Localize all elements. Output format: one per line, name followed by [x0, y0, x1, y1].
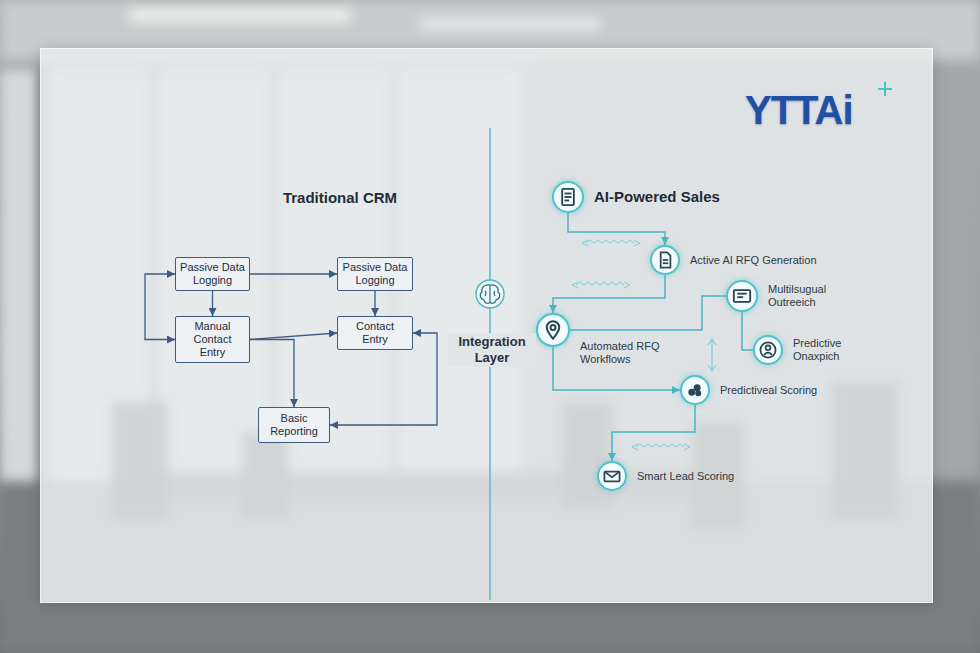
- node-icon: [728, 282, 756, 310]
- node-icon: [682, 377, 708, 403]
- section-title: Traditional CRM: [283, 189, 397, 206]
- connector: [250, 273, 337, 274]
- box-label: Manual Contact Entry: [180, 320, 245, 359]
- node-icon: [652, 247, 678, 273]
- connector: [145, 274, 175, 340]
- layer-label: Integration Layer: [448, 333, 536, 367]
- node-label: Predictiveal Scoring: [720, 384, 850, 397]
- connector: [250, 340, 294, 408]
- node-icon: [755, 337, 781, 363]
- box-label: Contact Entry: [342, 320, 408, 346]
- process-box: Manual Contact Entry: [175, 316, 250, 363]
- node-icon: [599, 463, 625, 489]
- node-icon: [554, 183, 582, 211]
- section-title: AI-Powered Sales: [594, 188, 764, 206]
- icon-node: Active AI RFQ Generation: [650, 245, 680, 275]
- brain-icon: [476, 280, 504, 308]
- connector: [553, 275, 665, 313]
- icon-node: Smart Lead Scoring: [597, 461, 627, 491]
- icon-node: Predictive Onaxpich: [753, 335, 783, 365]
- sparkle: [878, 82, 892, 96]
- box-label: Passive Data Logging: [342, 261, 408, 287]
- icon-node: AI-Powered Sales: [552, 181, 584, 213]
- process-box: Contact Entry: [337, 316, 413, 350]
- box-label: Basic Reporting: [263, 412, 325, 438]
- node-label: Predictive Onaxpich: [793, 337, 865, 363]
- connector: [570, 296, 726, 330]
- connector: [612, 405, 695, 461]
- double-arrow: [708, 339, 716, 371]
- icon-node: Multilsugual Outreeich: [726, 280, 758, 312]
- node-label: Automated RFQ Workflows: [580, 340, 662, 366]
- node-label: Multilsugual Outreeich: [768, 283, 850, 309]
- connector: [212, 291, 213, 316]
- connector: [568, 213, 665, 245]
- connector: [742, 312, 753, 350]
- node-label: Active AI RFQ Generation: [690, 254, 840, 267]
- process-box: Basic Reporting: [258, 407, 330, 443]
- icon-node: Automated RFQ Workflows: [536, 313, 570, 347]
- icon-node: Predictiveal Scoring: [680, 375, 710, 405]
- box-label: Passive Data Logging: [180, 261, 245, 287]
- flow-squiggle: [572, 240, 690, 450]
- logo-text: YTTAi: [745, 88, 853, 133]
- node-label: Smart Lead Scoring: [637, 470, 767, 483]
- connector: [374, 291, 375, 316]
- process-box: Passive Data Logging: [337, 257, 413, 291]
- node-icon: [538, 315, 568, 345]
- connector: [250, 333, 337, 340]
- process-box: Passive Data Logging: [175, 257, 250, 291]
